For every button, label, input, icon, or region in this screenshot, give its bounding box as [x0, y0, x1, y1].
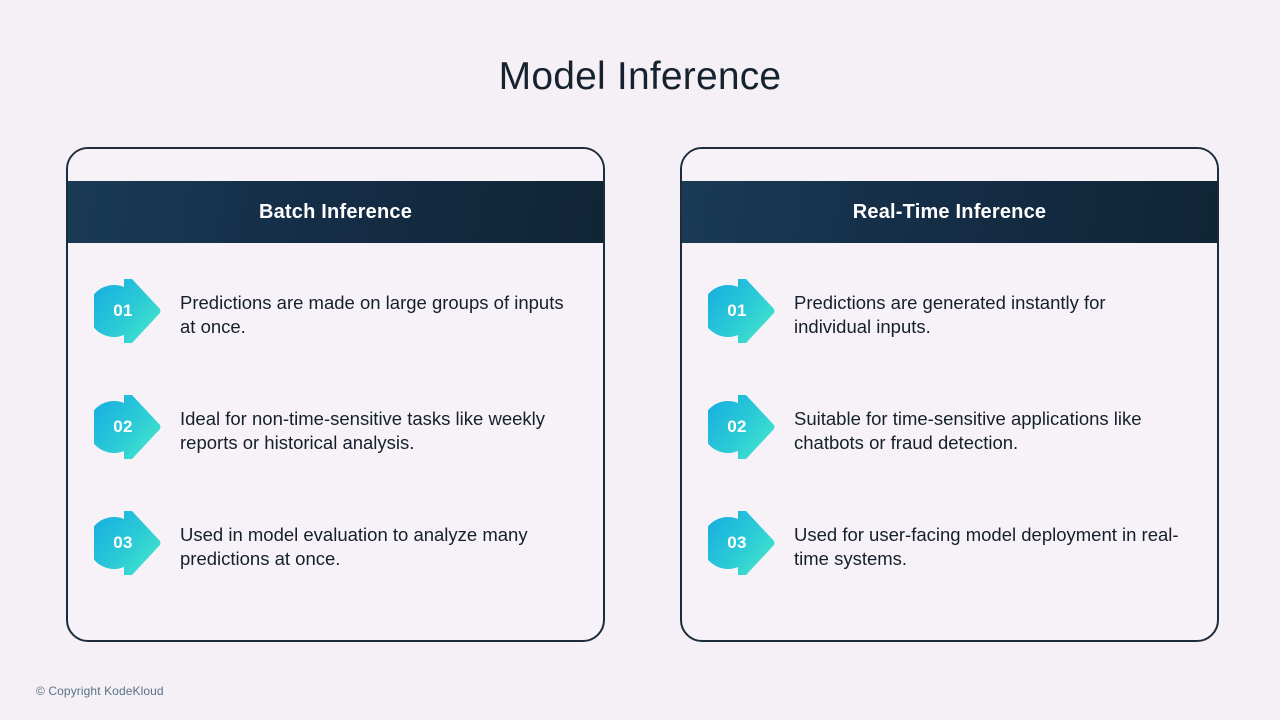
- list-item-text: Used in model evaluation to analyze many…: [180, 524, 528, 569]
- list-item-text: Predictions are generated instantly for …: [794, 292, 1106, 337]
- step-badge-arrow-icon: 02: [94, 389, 166, 465]
- list-item: 02 Ideal for non-time-sensitive tasks li…: [94, 395, 577, 465]
- card-realtime-inference: Real-Time Inference: [680, 147, 1219, 642]
- list-item-text: Used for user-facing model deployment in…: [794, 524, 1179, 569]
- list-item-text: Predictions are made on large groups of …: [180, 292, 564, 337]
- card-batch-inference: Batch Inference: [66, 147, 605, 642]
- list-item-text: Suitable for time-sensitive applications…: [794, 408, 1142, 453]
- step-badge-arrow-icon: 02: [708, 389, 780, 465]
- list-item: 01 Predictions are generated instantly f…: [708, 279, 1191, 349]
- card-header-realtime: Real-Time Inference: [682, 181, 1217, 243]
- card-header-batch: Batch Inference: [68, 181, 603, 243]
- card-top-gap: [68, 149, 603, 181]
- page-title: Model Inference: [498, 55, 782, 98]
- list-item: 01 Predictions are made on large groups …: [94, 279, 577, 349]
- step-badge-arrow-icon: 03: [708, 505, 780, 581]
- step-badge-arrow-icon: 03: [94, 505, 166, 581]
- copyright-footer: © Copyright KodeKloud: [36, 684, 164, 698]
- card-title: Batch Inference: [258, 200, 413, 223]
- list-item: 02 Suitable for time-sensitive applicati…: [708, 395, 1191, 465]
- card-top-gap: [682, 149, 1217, 181]
- list-item-text: Ideal for non-time-sensitive tasks like …: [180, 408, 546, 453]
- card-title: Real-Time Inference: [852, 200, 1047, 223]
- comparison-cards: Batch Inference: [66, 147, 1219, 642]
- card-body-batch: 01 Predictions are made on large groups …: [68, 243, 603, 640]
- list-item: 03 Used for user-facing model deployment…: [708, 511, 1191, 581]
- card-body-realtime: 01 Predictions are generated instantly f…: [682, 243, 1217, 640]
- step-badge-arrow-icon: 01: [708, 273, 780, 349]
- step-badge-arrow-icon: 01: [94, 273, 166, 349]
- list-item: 03 Used in model evaluation to analyze m…: [94, 511, 577, 581]
